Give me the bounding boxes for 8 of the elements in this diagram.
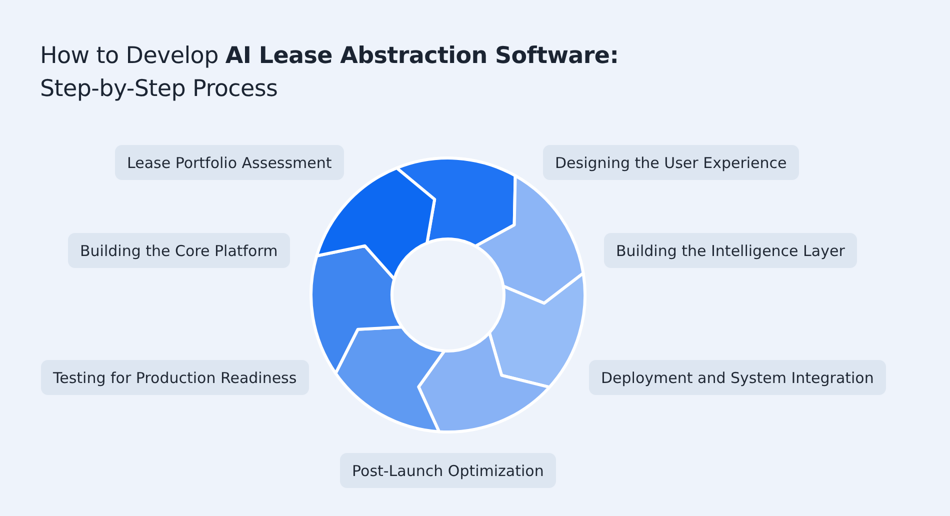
step-label: Lease Portfolio Assessment [115,145,344,180]
step-label: Post-Launch Optimization [340,453,556,488]
step-label: Testing for Production Readiness [41,360,309,395]
step-label: Building the Core Platform [68,233,290,268]
step-label: Building the Intelligence Layer [604,233,857,268]
step-label: Designing the User Experience [543,145,799,180]
title: How to Develop AI Lease Abstraction Software: Step-by-Step Process [40,42,620,104]
step-label: Deployment and System Integration [589,360,886,395]
